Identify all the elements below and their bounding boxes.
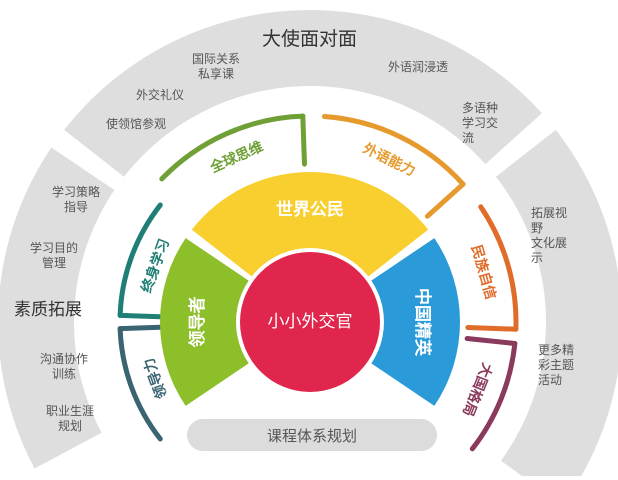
outer-item-more-activities: 更多精 彩主题 活动: [538, 343, 575, 387]
center-label: 小小外交官: [268, 312, 353, 332]
middle-arc-hook-5: [464, 336, 518, 347]
inner-wedge-1: [160, 238, 251, 406]
footer-course-planning: 课程体系规划: [187, 419, 437, 451]
middle-arc-label-0: 全球思维: [207, 138, 266, 177]
outer-item-study-strategy: 学习策略 指导: [52, 185, 101, 214]
middle-arc-1: [321, 114, 466, 187]
middle-arc-0: [159, 113, 306, 182]
middle-arc-label-5: 大国格局: [459, 360, 496, 418]
outer-item-language-immersion: 外语润浸透: [388, 60, 449, 74]
middle-arc-3: [478, 204, 519, 332]
inner-wedge-2: [369, 238, 460, 406]
middle-arc-hook-1: [424, 181, 466, 219]
outer-ring: [0, 10, 618, 480]
center-hub: 小小外交官: [236, 248, 384, 396]
outer-item-ir-course: 国际关系 私享课: [192, 52, 241, 81]
outer-item-multilingual: 多语种 学习交 流: [462, 101, 499, 145]
outer-item-career-planning: 职业生涯 规划: [46, 404, 95, 433]
outer-item-embassy-visit: 使领馆参观: [106, 117, 167, 131]
middle-arc-label-3: 民族自信: [468, 243, 500, 302]
middle-arc-hook-0: [300, 113, 307, 167]
outer-segment-top: [64, 10, 542, 177]
inner-wedge-label-2: 中国精英: [412, 288, 433, 357]
outer-segment-left: [0, 147, 115, 469]
inner-wedge-label-1: 领导者: [187, 297, 208, 348]
outer-item-etiquette: 外交礼仪: [136, 88, 185, 102]
inner-wedge-label-0: 世界公民: [276, 200, 344, 220]
center-circle: [240, 252, 380, 392]
outer-item-culture-display: 拓展视 野 文化展 示: [531, 206, 568, 265]
middle-arc-4: [117, 326, 163, 442]
outer-item-communication: 沟通协作 训练: [40, 352, 89, 381]
outer-item-goal-management: 学习目的 管理: [30, 241, 79, 270]
outer-segment-right: [495, 129, 618, 480]
middle-arc-5: [469, 341, 518, 452]
middle-arc-hook-3: [465, 325, 519, 332]
outer-heading-ambassador: 大使面对面: [262, 28, 358, 50]
footer-label: 课程体系规划: [266, 426, 357, 445]
middle-arc-2: [117, 202, 163, 318]
outer-heading-quality-expansion: 素质拓展: [14, 300, 82, 320]
middle-arc-label-1: 外语能力: [360, 140, 418, 180]
inner-wedge-0: [191, 171, 429, 278]
